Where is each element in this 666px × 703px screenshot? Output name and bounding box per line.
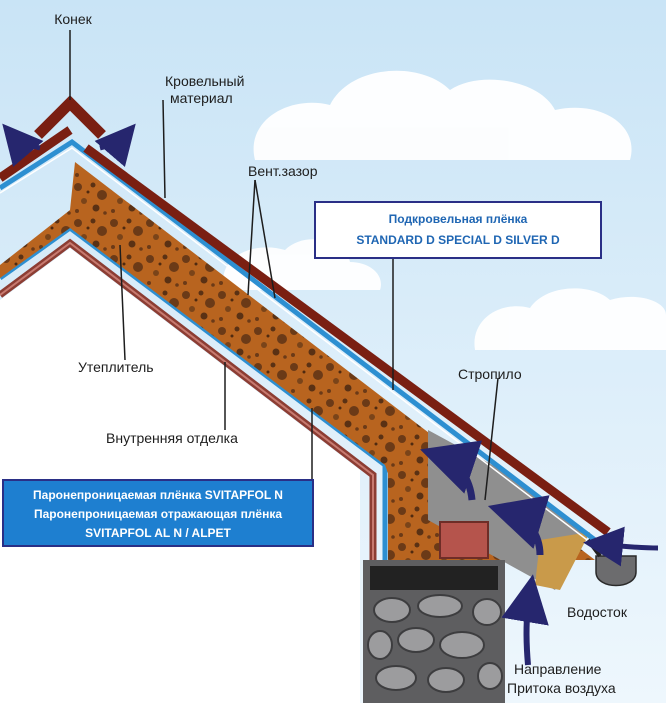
label-gutter: Водосток <box>567 604 628 620</box>
underlay-membrane <box>0 138 597 542</box>
label-rafter: Стропило <box>458 366 522 382</box>
underlay-box-line1: Подкровельная плёнка <box>389 212 528 226</box>
roofing-right <box>83 144 611 536</box>
ridge-exhaust-arrow-right <box>94 123 136 167</box>
label-insulation: Утеплитель <box>78 359 154 375</box>
cloud-upper <box>253 70 632 160</box>
clouds <box>223 70 666 350</box>
airflow-rafter-arrow-upper <box>420 440 483 501</box>
ridge-cap <box>34 95 106 139</box>
gutter <box>595 555 637 587</box>
airflow-rafter-arrow-lower <box>487 495 550 556</box>
house-interior <box>0 248 360 703</box>
label-roofing-line2: материал <box>170 90 233 106</box>
label-interior-finish: Внутренняя отделка <box>106 430 238 446</box>
leader-insulation <box>119 244 126 361</box>
label-ridge: Конек <box>54 11 92 27</box>
vapor-box-line2: Паронепроницаемая отражающая плёнка <box>34 507 282 521</box>
label-airflow-line2: Притока воздуха <box>507 680 616 696</box>
airflow-intake-arrow <box>501 574 549 666</box>
insulation-wall-block <box>388 470 428 560</box>
cloud-right <box>474 288 666 350</box>
label-roofing-line1: Кровельный <box>165 73 244 89</box>
leader-lines <box>69 30 499 501</box>
airflow-eave-arrow <box>583 526 659 567</box>
underlay-box-line2: STANDARD D SPECIAL D SILVER D <box>356 233 560 247</box>
leader-vent-gap-1 <box>247 179 256 296</box>
stones <box>367 594 503 693</box>
leader-vent-gap-2 <box>254 179 276 299</box>
vapor-barrier-box <box>2 479 314 547</box>
label-vent-gap: Вент.зазор <box>248 163 318 179</box>
wall-plate <box>370 566 498 590</box>
underlay-membrane-edge <box>0 147 596 547</box>
brick-block <box>439 521 489 559</box>
label-airflow-line1: Направление <box>514 661 602 677</box>
vapor-box-line3: SVITAPFOL AL N / ALPET <box>85 526 231 540</box>
ridge-exhaust-arrow-left <box>2 123 44 167</box>
vapor-box-line1: Паронепроницаемая плёнка SVITAPFOL N <box>33 488 283 502</box>
interior-finish-highlight <box>0 241 374 560</box>
leader-roofing <box>162 99 166 199</box>
underlay-box <box>314 201 602 259</box>
leader-rafter <box>484 377 499 501</box>
